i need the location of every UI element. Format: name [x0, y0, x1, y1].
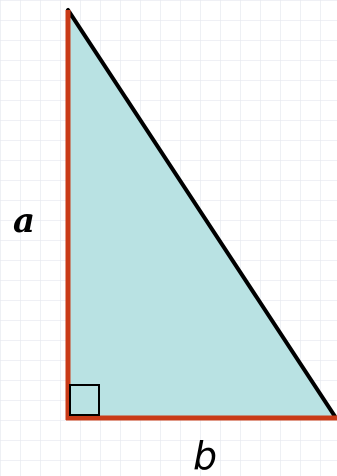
side-a-label: a: [13, 201, 35, 241]
hypotenuse-line: [66, 8, 337, 420]
side-b-label: b: [193, 434, 217, 476]
right-angle-marker: [69, 384, 100, 416]
